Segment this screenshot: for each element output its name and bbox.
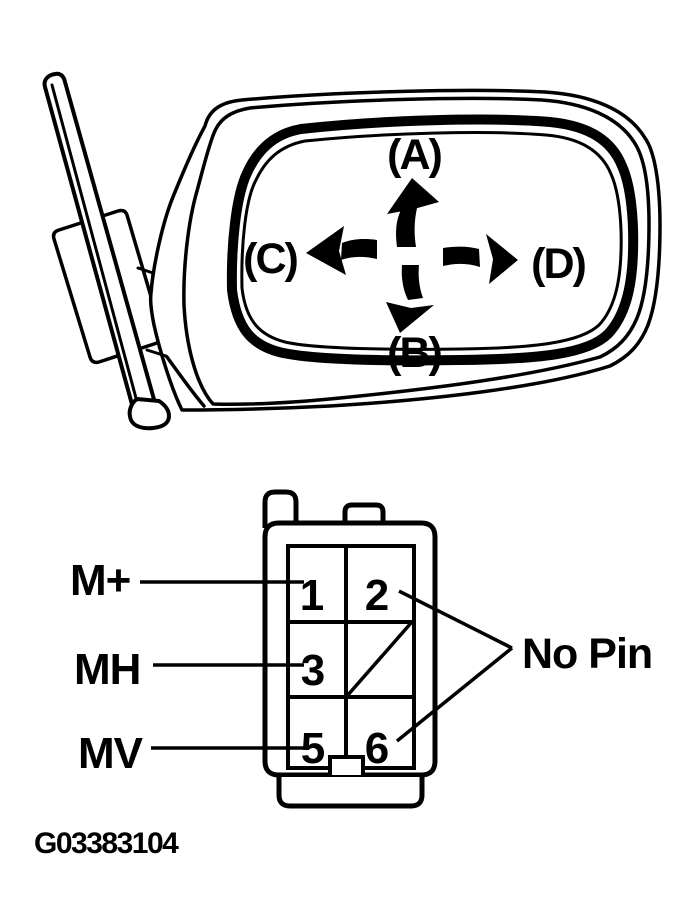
- direction-arrows: [306, 178, 518, 333]
- pin-number-2: 2: [365, 571, 389, 620]
- label-terminal-mv: MV: [78, 729, 144, 778]
- mirror-mount-arm-edge-line: [50, 83, 142, 415]
- connector-index-tab: [328, 755, 365, 779]
- mirror-assembly-drawing: [42, 71, 662, 431]
- connector-drawing: [262, 489, 438, 809]
- arrow-down: [386, 265, 434, 333]
- label-direction-down: (B): [387, 329, 441, 377]
- arrow-up: [387, 178, 439, 247]
- label-direction-right: (D): [531, 240, 585, 288]
- arm-housing-lower-tick: [145, 348, 168, 358]
- terminal-callouts: M+ MH MV: [70, 556, 304, 778]
- pin-number-5: 5: [301, 724, 325, 773]
- leader-no-pin-to-2: [398, 589, 513, 650]
- pin-number-6: 6: [365, 724, 389, 773]
- arrow-right: [443, 234, 518, 284]
- arm-housing-upper-tick: [136, 266, 155, 293]
- direction-labels: (A) (B) (C) (D): [243, 131, 587, 377]
- cavity-diagonal-key: [345, 621, 413, 698]
- leader-no-pin-to-6: [395, 646, 514, 743]
- label-terminal-m-plus: M+: [70, 556, 130, 605]
- no-pin-callout: No Pin: [395, 589, 653, 743]
- pin-numbers: 1 2 3 5 6: [300, 571, 389, 773]
- label-direction-left: (C): [243, 235, 297, 283]
- connector-left-tab: [262, 489, 299, 528]
- connector-base: [276, 777, 425, 809]
- figure-caption: G03383104: [34, 827, 179, 860]
- label-no-pin: No Pin: [522, 630, 652, 678]
- mirror-glass-bezel: [226, 114, 639, 366]
- mirror-glass-edge-line: [240, 131, 623, 351]
- connector-body: [262, 520, 438, 778]
- housing-lower-crease: [165, 355, 206, 408]
- mirror-housing-inner-outline: [182, 96, 651, 406]
- arrow-left: [306, 226, 377, 275]
- pin-number-3: 3: [301, 646, 325, 695]
- mirror-housing-outline: [148, 88, 662, 412]
- label-direction-up: (A): [387, 131, 441, 179]
- pin-number-1: 1: [300, 571, 324, 620]
- label-terminal-mh: MH: [74, 645, 140, 694]
- connector-top-tab: [342, 502, 386, 523]
- mirror-mount-foot: [127, 397, 171, 431]
